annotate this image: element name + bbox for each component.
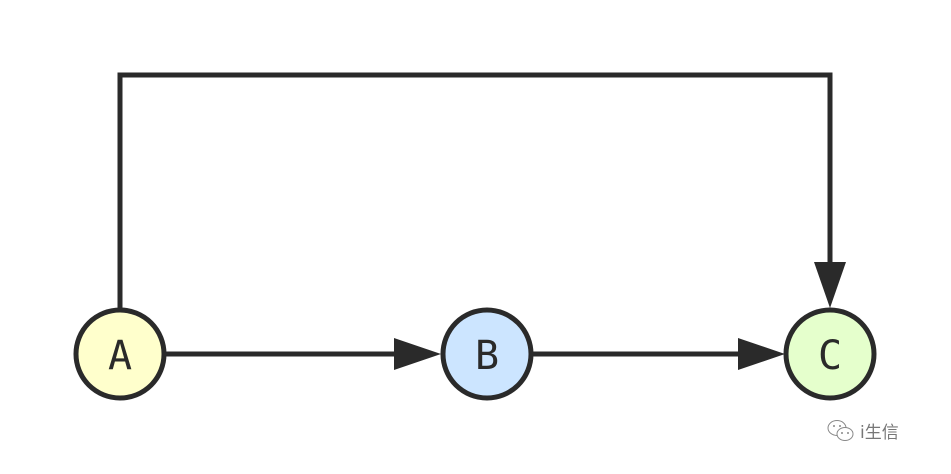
node-b: B xyxy=(440,307,534,401)
arrowhead-b-to-c xyxy=(738,338,785,370)
watermark-text: i生信 xyxy=(860,423,899,443)
arrowhead-a-to-c xyxy=(814,262,846,308)
node-c-label: C xyxy=(818,333,842,379)
edge-a-to-c xyxy=(117,72,833,308)
watermark: i生信 xyxy=(826,418,899,443)
node-b-label: B xyxy=(475,333,499,379)
node-a-label: A xyxy=(108,333,132,379)
node-a: A xyxy=(73,307,167,401)
wechat-icon xyxy=(827,419,854,441)
node-c: C xyxy=(783,307,877,401)
arrowhead-a-to-b xyxy=(394,338,441,370)
